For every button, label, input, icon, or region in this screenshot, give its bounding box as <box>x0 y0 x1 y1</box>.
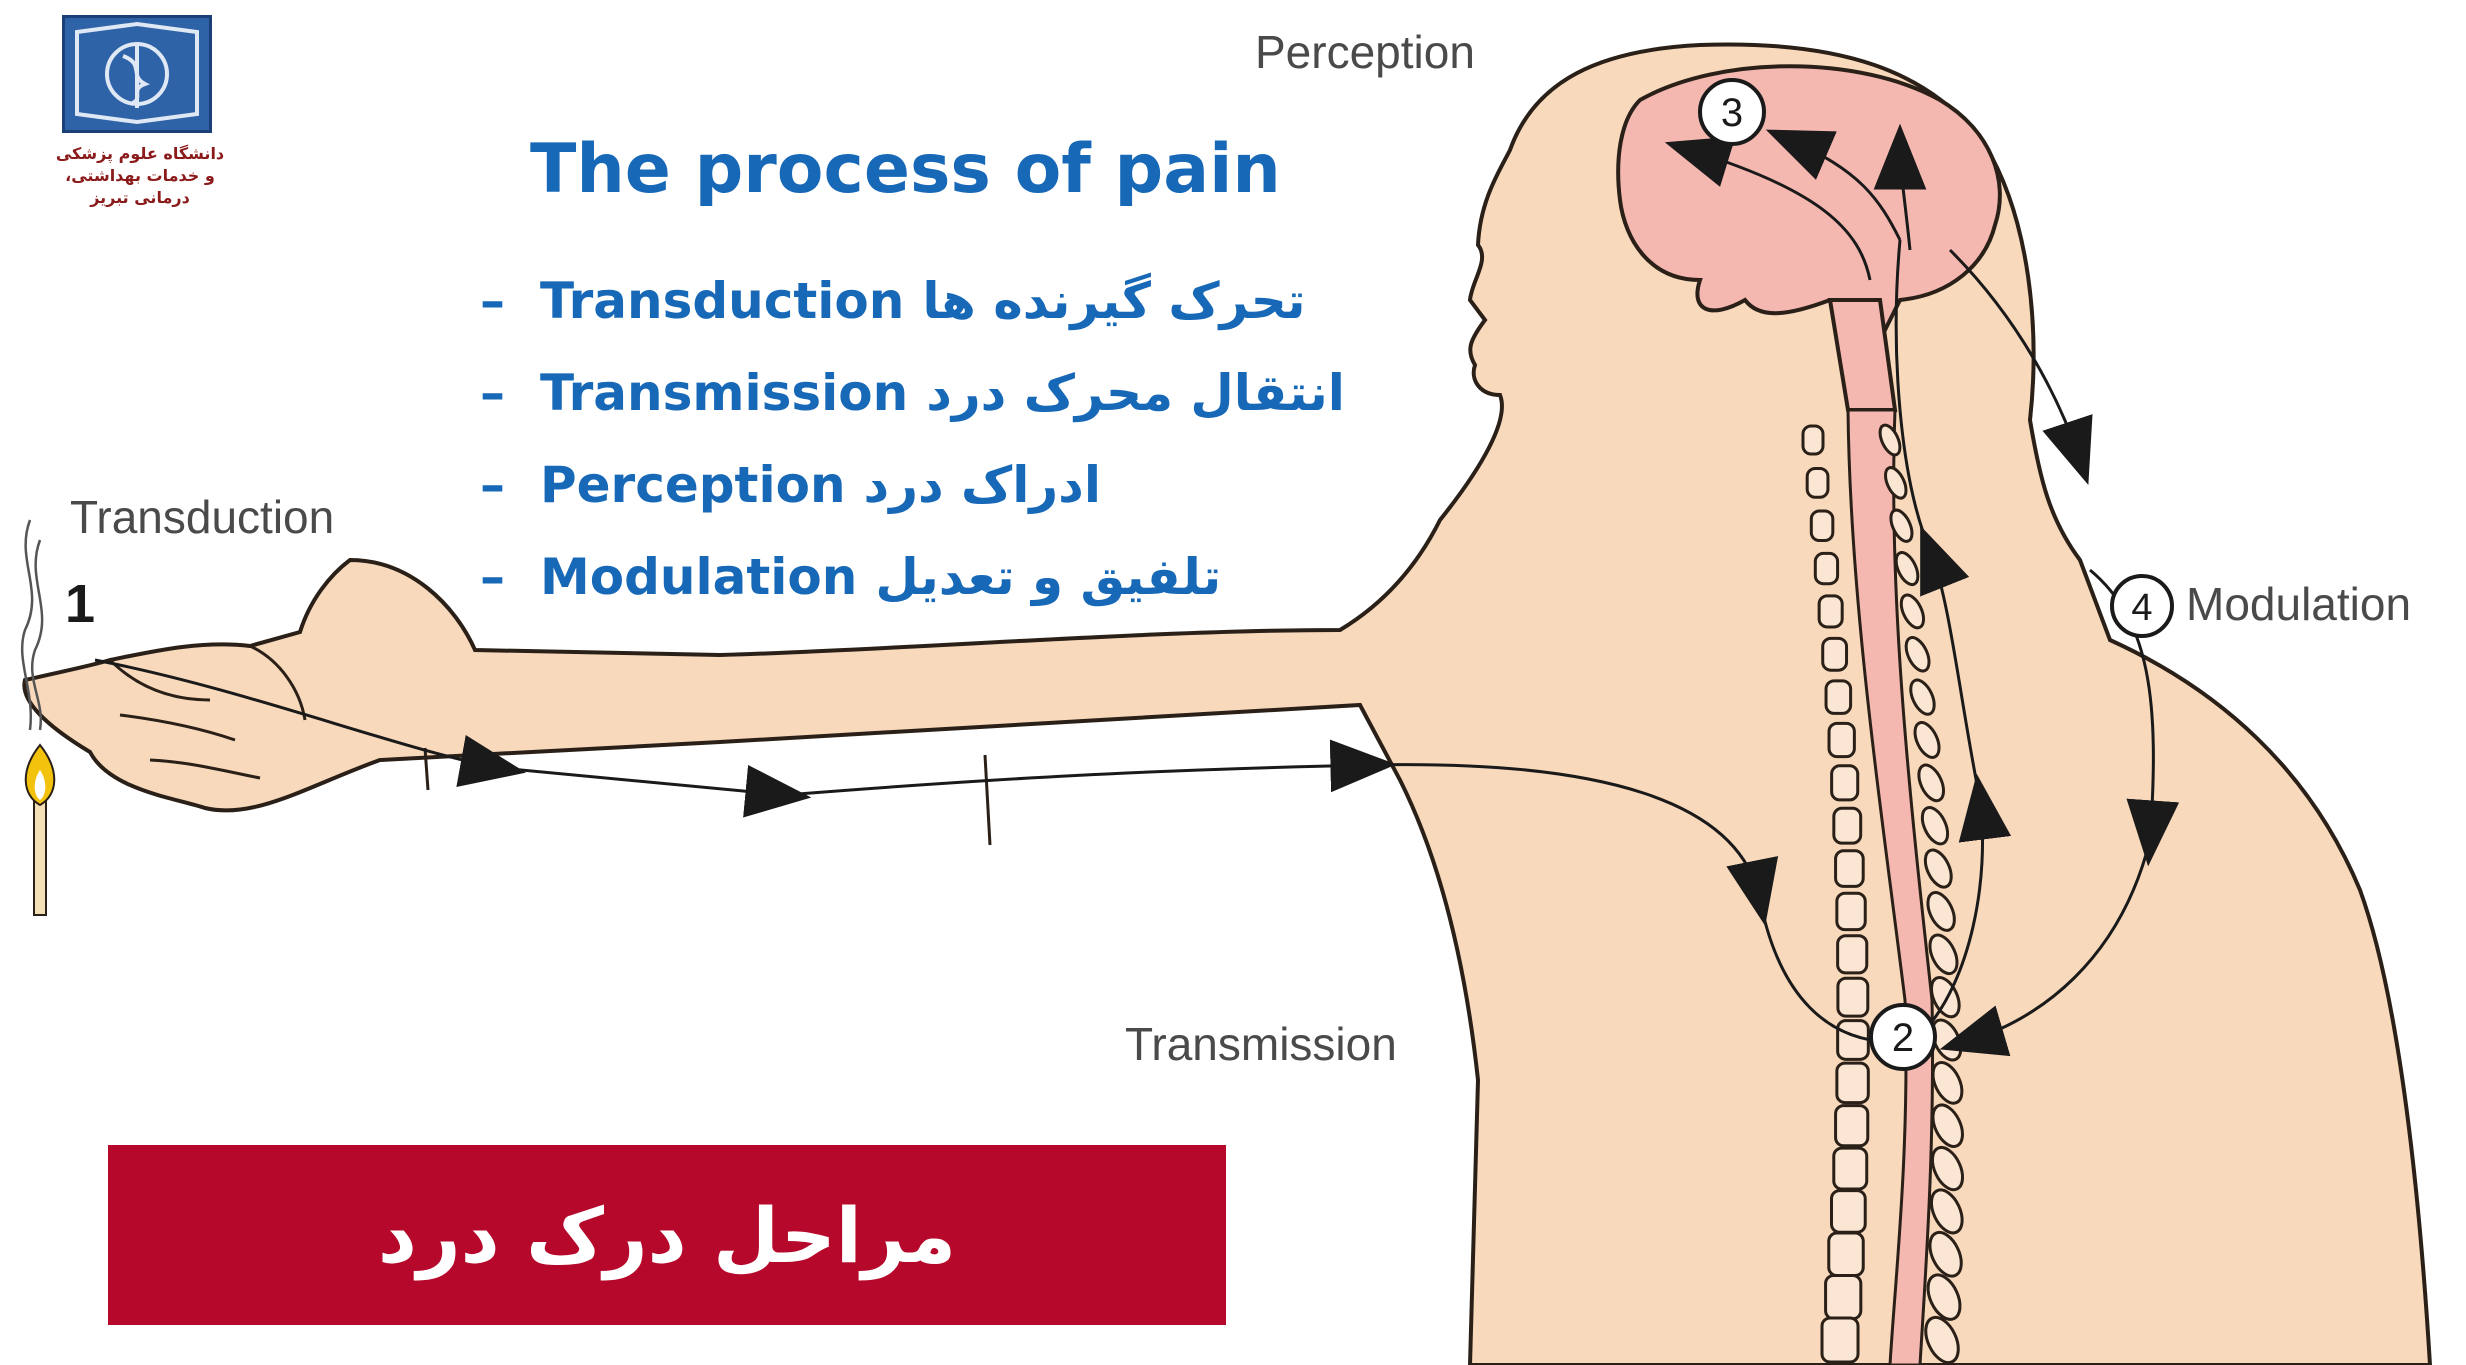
banner-text: مراحل درک درد <box>378 1191 956 1280</box>
vertebra <box>1836 1106 1868 1146</box>
stage-item-modulation: – Modulation تلفیق و تعدیل <box>480 531 1345 623</box>
stage-en-label: Transmission <box>540 364 908 422</box>
vertebra <box>1832 1191 1866 1233</box>
stage-fa-label: تحرک گیرنده ها <box>922 272 1305 330</box>
vertebra <box>1834 1148 1867 1189</box>
step-4-number: 4 <box>2131 587 2152 629</box>
vertebra <box>1838 936 1867 973</box>
slide-title: The process of pain <box>530 130 1281 209</box>
logo-emblem-icon <box>62 15 212 133</box>
stage-en-label: Modulation <box>540 548 857 606</box>
vertebra <box>1834 808 1861 843</box>
step-1-number: 1 <box>65 574 95 634</box>
stage-fa-label: تلفیق و تعدیل <box>875 548 1221 606</box>
vertebra <box>1826 1276 1861 1319</box>
list-dash: – <box>480 364 540 422</box>
step-3-marker: 3 <box>1700 80 1764 144</box>
logo-line-3: درمانی تبریز <box>40 187 240 209</box>
vertebra <box>1823 638 1847 670</box>
vertebra <box>1832 766 1858 800</box>
step-4-marker: 4 <box>2112 576 2172 636</box>
vertebra <box>1822 1318 1858 1362</box>
list-dash: – <box>480 272 540 330</box>
logo-line-2: و خدمات بهداشتی، <box>40 165 240 187</box>
vertebra <box>1826 681 1851 714</box>
stage-item-transmission: – Transmission انتقال محرک درد <box>480 347 1345 439</box>
vertebra <box>1829 1233 1863 1275</box>
vertebra <box>1829 723 1854 756</box>
vertebra <box>1807 468 1828 497</box>
stage-fa-label: ادراک درد <box>864 456 1101 514</box>
label-modulation: Modulation <box>2186 578 2411 630</box>
stage-list: – Transduction تحرک گیرنده ها – Transmis… <box>480 255 1345 623</box>
stage-item-transduction: – Transduction تحرک گیرنده ها <box>480 255 1345 347</box>
list-dash: – <box>480 548 540 606</box>
stage-en-label: Perception <box>540 456 846 514</box>
title-banner: مراحل درک درد <box>108 1145 1226 1325</box>
vertebra <box>1836 851 1864 887</box>
vertebra <box>1811 511 1833 541</box>
step-2-number: 2 <box>1892 1016 1914 1060</box>
step-3-number: 3 <box>1721 91 1743 135</box>
vertebra <box>1838 978 1868 1016</box>
stage-en-label: Transduction <box>540 272 904 330</box>
vertebra <box>1837 893 1865 929</box>
logo-line-1: دانشگاه علوم پزشکی <box>40 143 240 165</box>
list-dash: – <box>480 456 540 514</box>
lit-match <box>26 745 55 915</box>
stage-item-perception: – Perception ادراک درد <box>480 439 1345 531</box>
vertebra <box>1837 1063 1868 1102</box>
vertebra <box>1815 553 1837 583</box>
label-transmission: Transmission <box>1125 1018 1397 1070</box>
vertebra <box>1803 426 1823 454</box>
step-2-marker: 2 <box>1871 1005 1935 1069</box>
stage-fa-label: انتقال محرک درد <box>926 364 1345 422</box>
label-transduction: Transduction <box>70 491 334 543</box>
vertebra <box>1819 596 1842 627</box>
label-perception: Perception <box>1255 26 1475 78</box>
